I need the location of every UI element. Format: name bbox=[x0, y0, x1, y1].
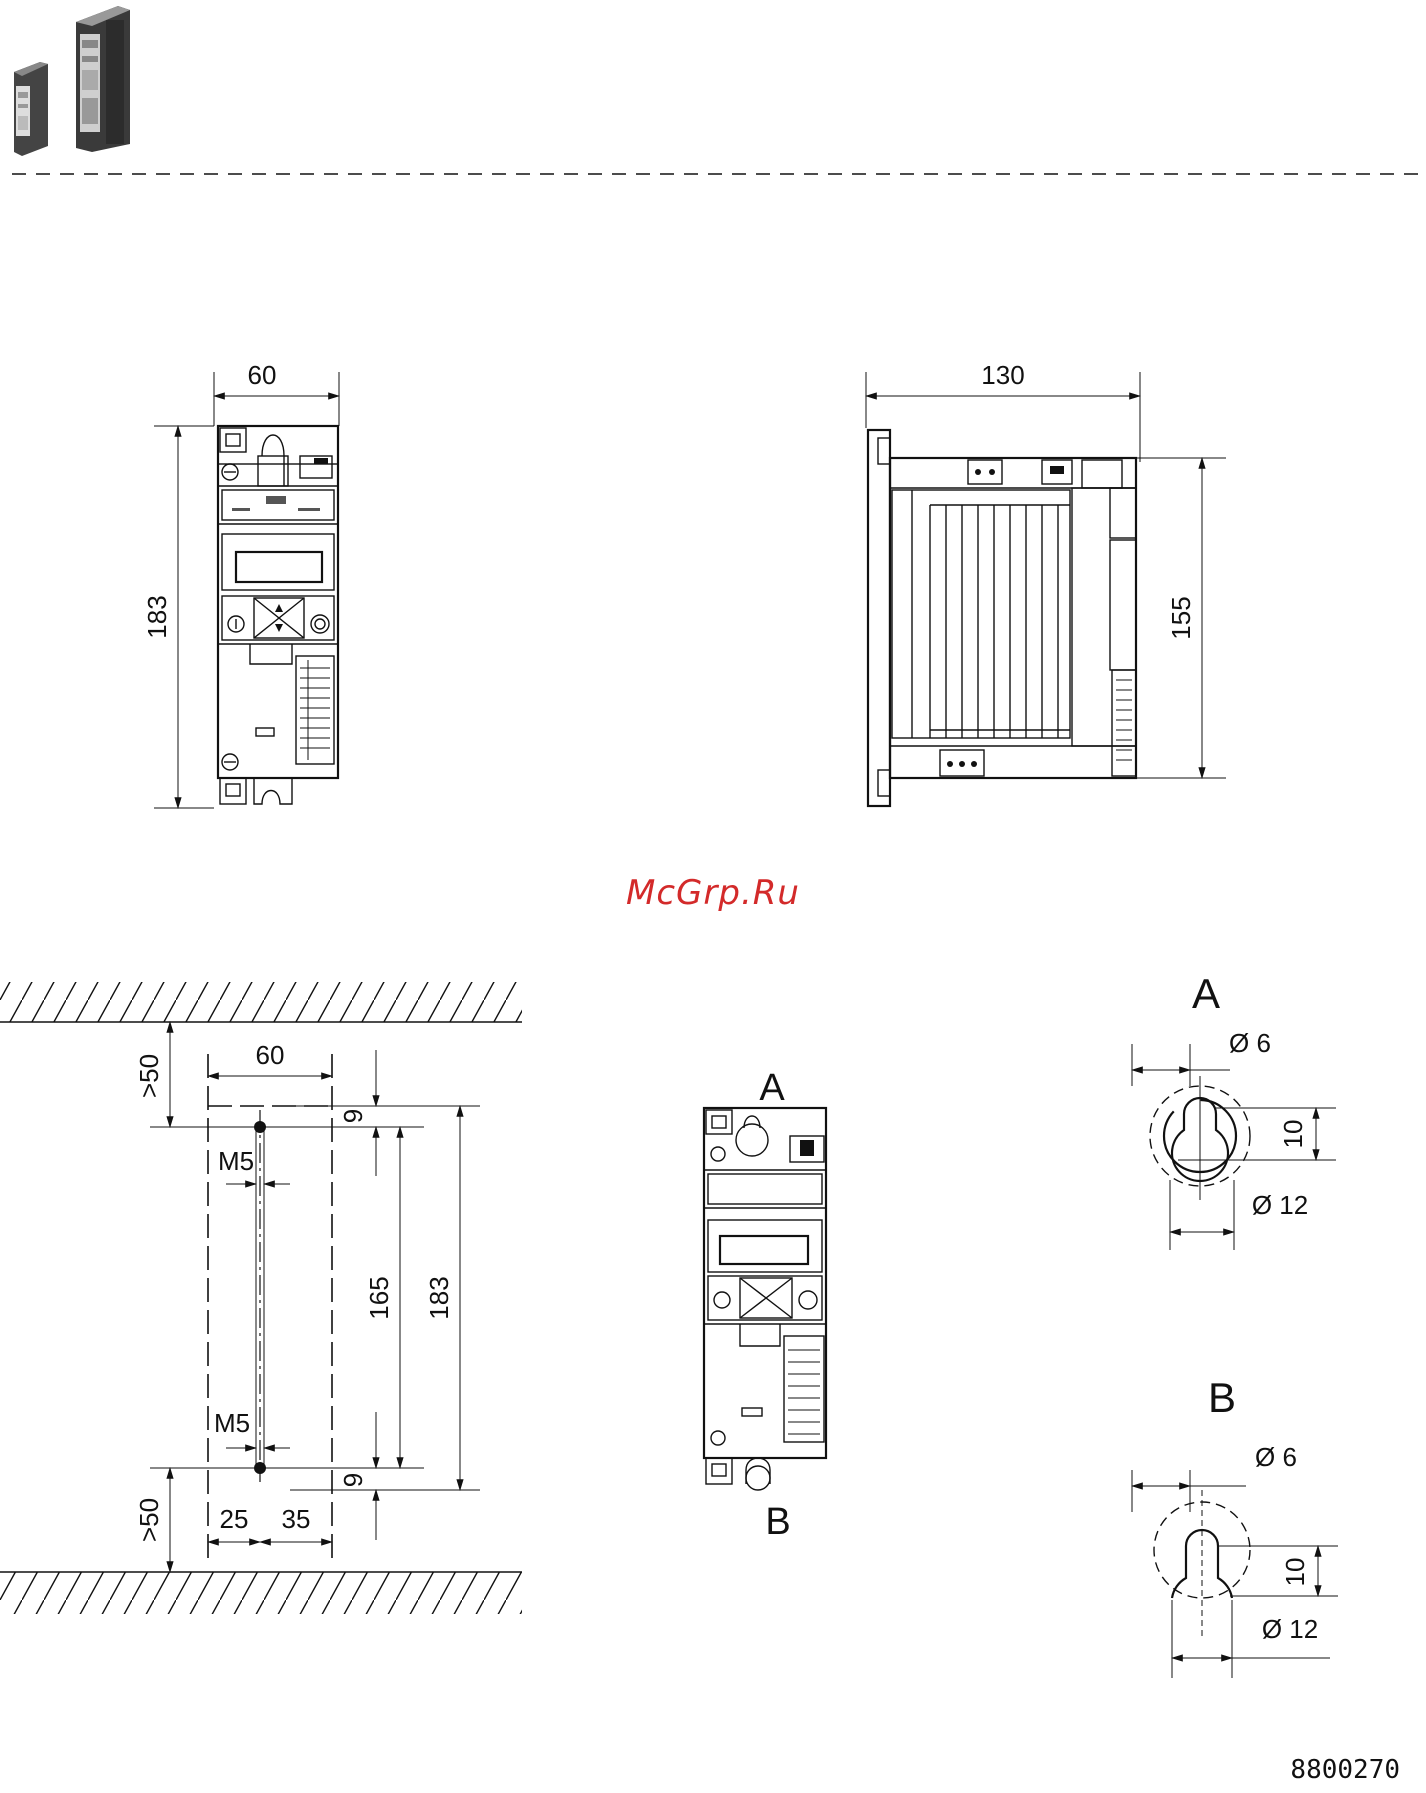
top-hole-icon bbox=[254, 1121, 266, 1133]
front-height-label: 183 bbox=[142, 595, 172, 638]
bottom-clearance-label: >50 bbox=[134, 1498, 164, 1542]
side-height-label: 155 bbox=[1166, 596, 1196, 639]
detail-a-small-diameter: Ø 6 bbox=[1229, 1028, 1271, 1058]
detail-a-label: A bbox=[1192, 970, 1220, 1017]
detail-b-label: B bbox=[1208, 1374, 1236, 1421]
side-depth-label: 130 bbox=[981, 360, 1024, 390]
product-thumbnail bbox=[14, 6, 130, 156]
mounting-diagram: >50 >50 60 M5 M5 9 9 bbox=[0, 982, 522, 1614]
top-offset-label: 9 bbox=[338, 1109, 368, 1123]
total-height-label: 183 bbox=[424, 1276, 454, 1319]
heatsink-fins bbox=[892, 490, 1070, 738]
detail-a-slot-length: 10 bbox=[1278, 1120, 1308, 1149]
side-terminal-strip bbox=[1116, 680, 1132, 760]
detail-b-slot-length: 10 bbox=[1280, 1558, 1310, 1587]
detail-b-small-diameter: Ø 6 bbox=[1255, 1442, 1297, 1472]
detail-a-large-diameter: Ø 12 bbox=[1252, 1190, 1308, 1220]
front-terminal-strip bbox=[300, 660, 330, 760]
top-screw-label: M5 bbox=[218, 1146, 254, 1176]
detail-a: A Ø 6 10 Ø 12 bbox=[1132, 970, 1336, 1250]
bottom-hole-icon bbox=[254, 1462, 266, 1474]
hole-spacing-label: 165 bbox=[364, 1276, 394, 1319]
left-offset-label: 25 bbox=[220, 1504, 249, 1534]
side-view: 130 155 bbox=[866, 360, 1226, 806]
bottom-wall-hatch bbox=[0, 1572, 522, 1614]
mounted-bottom-label: B bbox=[765, 1501, 790, 1543]
top-wall-hatch bbox=[0, 982, 522, 1022]
mounted-view: A B bbox=[704, 1067, 826, 1543]
front-view: 60 183 bbox=[142, 360, 339, 808]
detail-b: B Ø 6 10 Ø 12 bbox=[1132, 1374, 1338, 1678]
watermark: McGrp.Ru bbox=[626, 873, 800, 913]
drawing-number: 8800270 bbox=[1290, 1755, 1400, 1785]
bottom-screw-label: M5 bbox=[214, 1408, 250, 1438]
right-offset-label: 35 bbox=[282, 1504, 311, 1534]
mounted-terminal-strip bbox=[788, 1350, 820, 1434]
bottom-offset-label: 9 bbox=[338, 1473, 368, 1487]
front-width-label: 60 bbox=[248, 360, 277, 390]
detail-b-large-diameter: Ø 12 bbox=[1262, 1614, 1318, 1644]
top-clearance-label: >50 bbox=[134, 1054, 164, 1098]
mounting-width-label: 60 bbox=[256, 1040, 285, 1070]
mounted-top-label: A bbox=[759, 1067, 785, 1109]
